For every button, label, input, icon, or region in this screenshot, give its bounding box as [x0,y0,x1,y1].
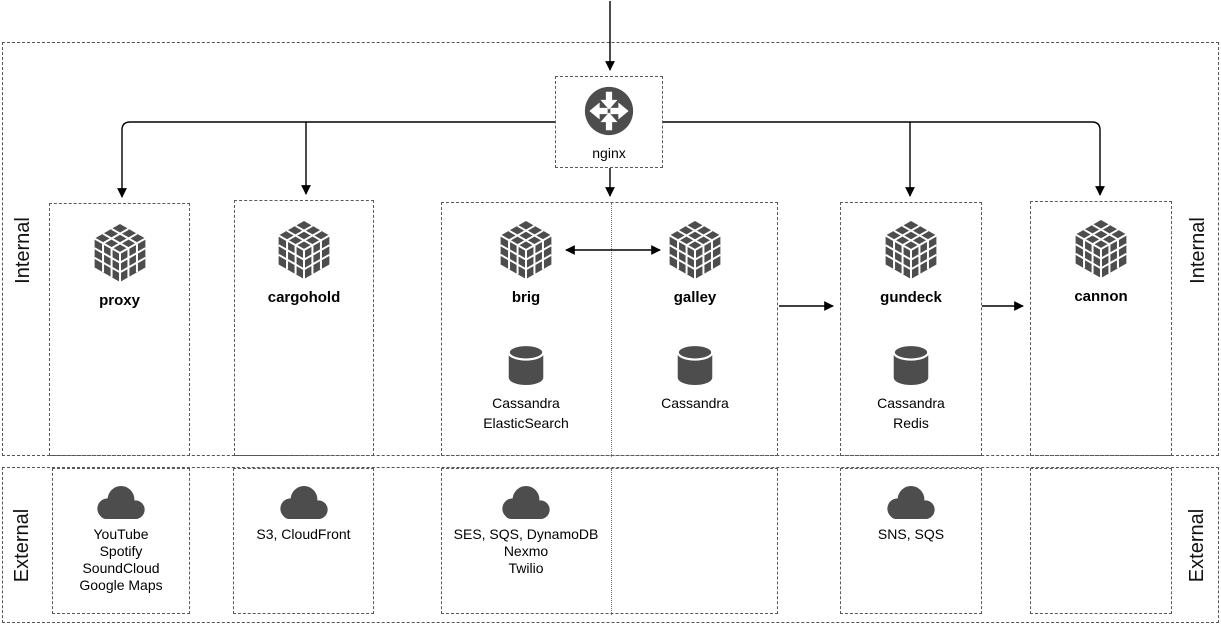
external-line: SES, SQS, DynamoDB [453,526,599,542]
external-node-gundeck: SNS, SQS [841,485,981,543]
service-box-proxy: proxy [49,203,190,456]
service-label-cargohold: cargohold [267,289,341,306]
service-node-proxy: proxy [50,222,189,309]
service-label-galley: galley [673,289,717,306]
service-box-cannon: cannon [1030,201,1172,456]
datastore-label-galley: Cassandra [661,393,729,413]
external-line: Google Maps [79,577,163,593]
external-brig-galley-divider [611,469,612,615]
datastore-label-gundeck: Cassandra Redis [877,393,945,433]
datastore-gundeck: Cassandra Redis [841,343,981,433]
database-icon [892,343,930,387]
datastore-line: Cassandra [877,395,945,411]
cube-icon [1074,219,1128,279]
cloud-icon [279,486,328,519]
database-icon [676,343,714,387]
external-box-brig-galley: SES, SQS, DynamoDB Nexmo Twilio [441,468,778,615]
nginx-node: nginx [555,76,663,168]
external-box-cargohold: S3, CloudFront [233,468,374,614]
external-label-brig: SES, SQS, DynamoDB Nexmo Twilio [454,526,599,577]
external-label-proxy: YouTube Spotify SoundCloud Google Maps [79,526,162,594]
cube-icon [499,220,553,280]
external-band [2,467,1219,623]
service-node-gundeck: gundeck [841,219,981,306]
external-box-gundeck: SNS, SQS [840,468,982,614]
cloud-icon [502,486,550,519]
datastore-label-brig: Cassandra ElasticSearch [483,393,569,433]
service-label-proxy: proxy [99,292,140,309]
service-box-cargohold: cargohold [234,200,374,456]
external-node-cargohold: S3, CloudFront [234,485,373,543]
internal-band-label-right: Internal [1186,216,1209,284]
cloud-icon [97,486,145,519]
service-box-gundeck: gundeck Cassandra Redis [840,202,982,456]
external-line: SoundCloud [82,560,160,576]
external-band-label-right: External [1186,508,1209,582]
cube-icon [93,223,146,283]
external-node-brig: SES, SQS, DynamoDB Nexmo Twilio [442,485,610,577]
external-line: Nexmo [503,543,549,559]
router-icon [584,86,634,136]
nginx-label: nginx [592,145,626,161]
external-label-gundeck: SNS, SQS [878,526,944,543]
service-box-brig-galley: brig galley Cassandra ElasticSearch Cass… [441,202,779,457]
datastore-brig: Cassandra ElasticSearch [442,343,610,433]
external-line: YouTube [93,526,149,542]
service-node-brig: brig [442,219,610,306]
cloud-icon [887,486,935,519]
service-label-gundeck: gundeck [880,289,942,306]
datastore-line: Cassandra [661,395,729,411]
external-label-cargohold: S3, CloudFront [256,526,350,543]
external-box-cannon-empty [1030,468,1172,614]
datastore-line: ElasticSearch [483,415,569,431]
datastore-line: Redis [893,415,929,431]
external-line: Spotify [99,543,143,559]
service-node-cargohold: cargohold [235,219,373,306]
cube-icon [668,220,722,280]
datastore-line: Cassandra [492,395,560,411]
service-node-galley: galley [611,219,779,306]
external-line: S3, CloudFront [256,526,351,542]
brig-galley-divider [611,203,612,457]
service-node-cannon: cannon [1031,218,1171,305]
cube-icon [884,220,938,280]
datastore-galley: Cassandra [611,343,779,413]
database-icon [507,343,545,387]
internal-band-label-left: Internal [11,216,34,284]
external-band-label-left: External [11,508,34,582]
service-label-cannon: cannon [1074,288,1128,305]
service-label-brig: brig [511,289,541,306]
external-node-proxy: YouTube Spotify SoundCloud Google Maps [53,485,189,594]
external-box-proxy: YouTube Spotify SoundCloud Google Maps [52,468,190,614]
external-line: SNS, SQS [877,526,945,542]
external-line: Twilio [508,560,544,576]
cube-icon [277,220,331,280]
